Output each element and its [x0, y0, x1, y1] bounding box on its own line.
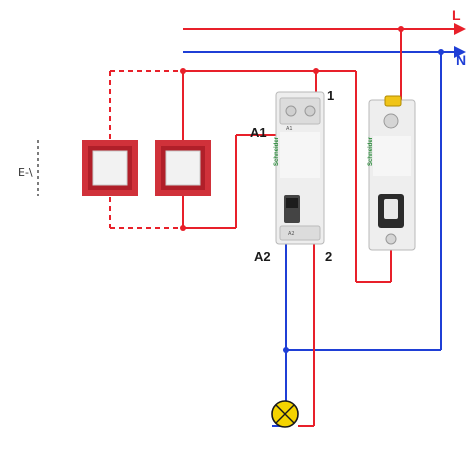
label-terminal-1: 1: [327, 88, 334, 103]
pushbutton-right-rocker: [165, 150, 201, 186]
junction-pb-return: [180, 225, 186, 231]
lamp-cross-b: [275, 404, 295, 424]
breaker-top-lug: [384, 95, 402, 107]
relay-brand: Schneider: [274, 136, 280, 166]
breaker-screw-top: [383, 113, 399, 129]
label-a1: A1: [250, 125, 267, 140]
switch-symbol: E-\: [18, 140, 39, 196]
breaker-brand: Schneider: [368, 136, 374, 166]
relay-label-area: [280, 132, 320, 178]
relay-bottom-a2: A2: [288, 231, 295, 237]
pushbutton-right[interactable]: [155, 140, 211, 196]
neutral-n-arrow: [454, 46, 466, 58]
circuit-breaker: Schneider: [368, 95, 416, 251]
relay-bottom-terminals: [279, 225, 321, 241]
relay-toggle-knob: [286, 198, 298, 208]
junction-l-breaker: [398, 26, 404, 32]
pushbutton-left-rocker: [92, 150, 128, 186]
breaker-screw-bottom: [385, 233, 397, 245]
relay-screw-a1: [285, 105, 297, 117]
label-neutral: N: [456, 52, 466, 68]
line-l-arrow: [454, 23, 466, 35]
pushbutton-left[interactable]: [82, 140, 138, 196]
label-line: L: [452, 7, 461, 23]
lamp-icon: [271, 400, 299, 428]
breaker-switch-lever: [384, 199, 398, 219]
relay-screw-1: [304, 105, 316, 117]
label-a2: A2: [254, 249, 271, 264]
relay-top-a1: A1: [286, 126, 293, 132]
label-terminal-2: 2: [325, 249, 332, 264]
junction-n: [438, 49, 444, 55]
switch-symbol-text: E-\: [18, 166, 33, 179]
breaker-label-area: [373, 136, 411, 176]
relay-top-terminals: [279, 97, 321, 125]
impulse-relay: Schneider A2 A1: [274, 91, 325, 245]
